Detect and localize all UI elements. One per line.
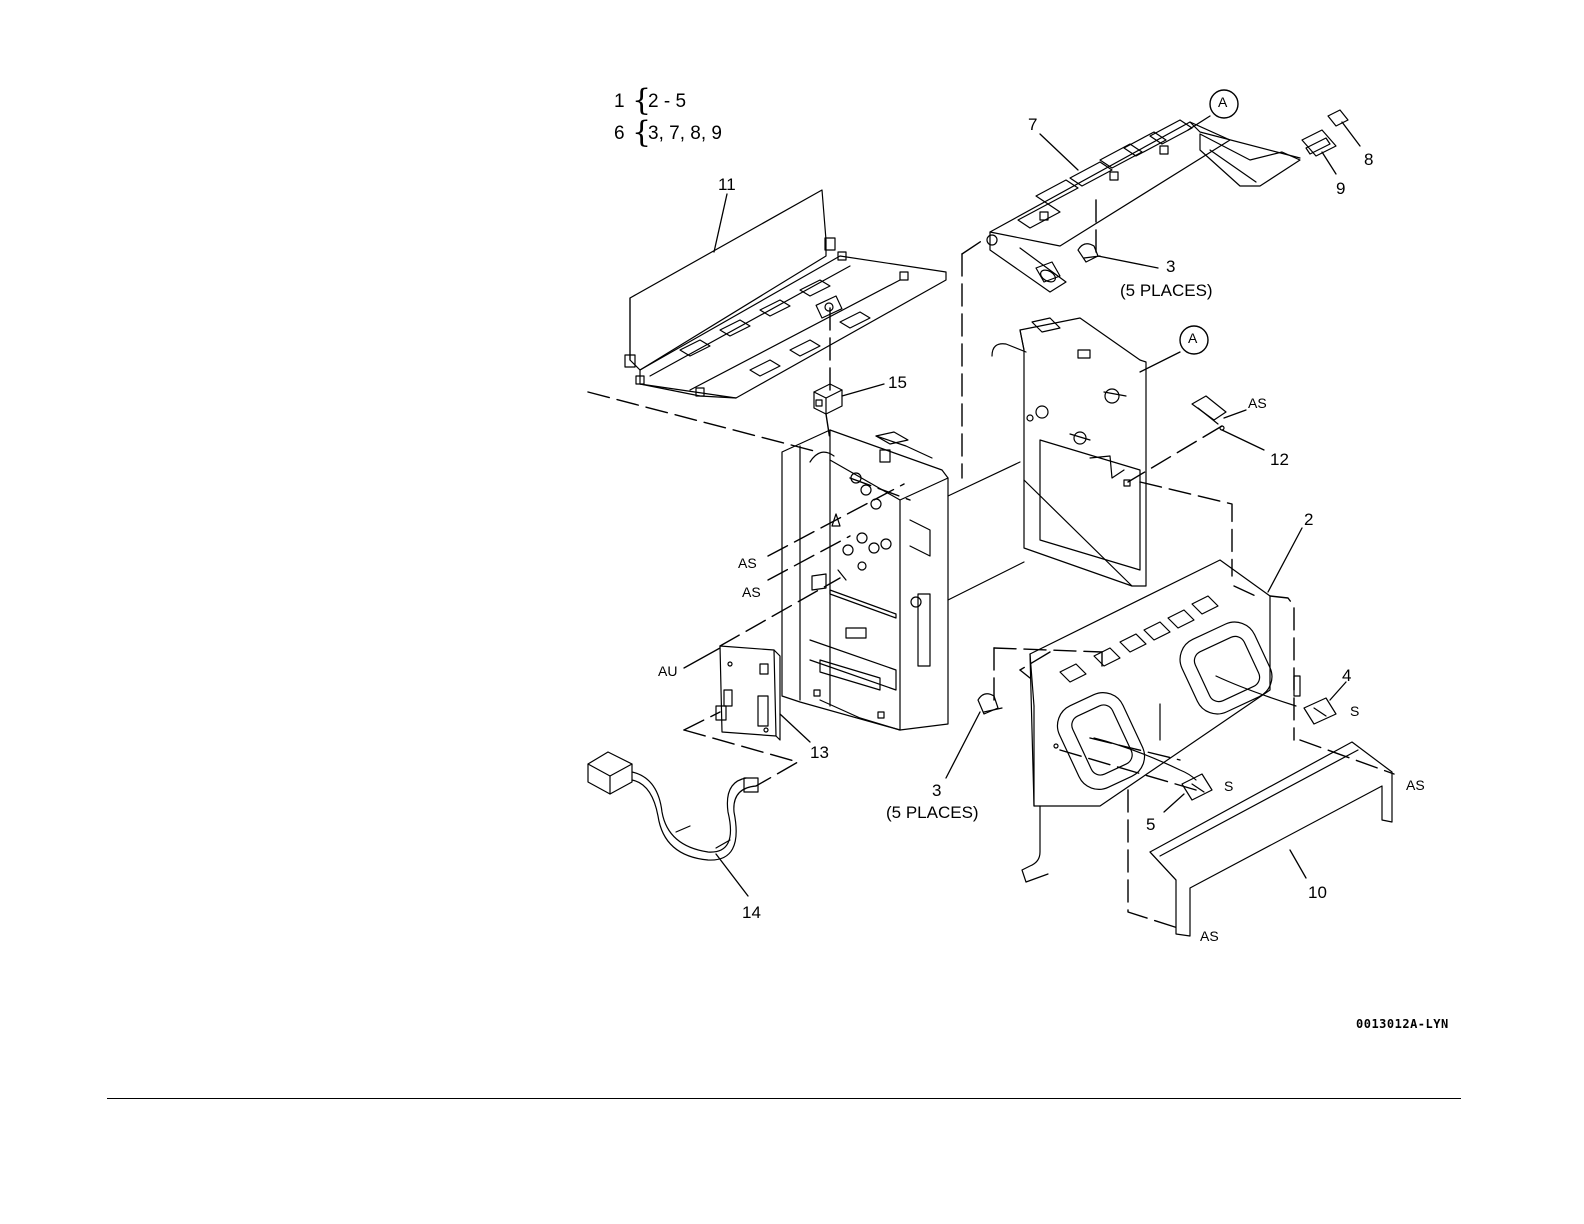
legend-parent-6: 6 [614, 124, 625, 143]
callout-4: 4 [1342, 667, 1351, 684]
part-10-lower-plate [1150, 742, 1392, 936]
reference-a-middle: A [1188, 331, 1197, 345]
part-11-cover-plate [625, 190, 946, 398]
callout-15: 15 [888, 374, 907, 391]
callout-12: 12 [1270, 451, 1289, 468]
part-13-circuit-board [716, 646, 780, 740]
callout-14: 14 [742, 904, 761, 921]
page-divider-rule [107, 1098, 1461, 1099]
legend-parent-1: 1 [614, 92, 625, 111]
part-2-duct-assembly [1022, 560, 1300, 882]
callout-8: 8 [1364, 151, 1373, 168]
callout-s-5: S [1224, 779, 1233, 793]
rear-frame-plate [992, 318, 1146, 586]
callout-as-frame-1: AS [738, 556, 757, 570]
part-4-connector [1304, 698, 1336, 724]
callout-9: 9 [1336, 180, 1345, 197]
callout-13: 13 [810, 744, 829, 761]
legend-children-1: 2 - 5 [648, 92, 686, 111]
legend-children-6: 3, 7, 8, 9 [648, 124, 722, 143]
callout-10: 10 [1308, 884, 1327, 901]
callout-as-12: AS [1248, 396, 1267, 410]
callout-5: 5 [1146, 816, 1155, 833]
callout-7: 7 [1028, 116, 1037, 133]
callout-3-top-note: (5 PLACES) [1120, 282, 1213, 299]
front-main-frame [782, 430, 948, 730]
callout-as-10-bottom: AS [1200, 929, 1219, 943]
part-7-upper-bracket [987, 120, 1300, 292]
callout-3-bottom: 3 [932, 782, 941, 799]
part-8-label [1328, 110, 1348, 126]
callout-au: AU [658, 664, 677, 678]
part-15-sensor-block [814, 384, 842, 414]
callout-3-bottom-note: (5 PLACES) [886, 804, 979, 821]
callout-as-10-right: AS [1406, 778, 1425, 792]
callout-11: 11 [718, 176, 736, 193]
base-floor [948, 462, 1024, 600]
callout-s-4: S [1350, 704, 1359, 718]
drawing-code: 0013012A-LYN [1356, 1017, 1449, 1031]
assembly-dashed-lines [588, 200, 1394, 928]
reference-a-top: A [1218, 95, 1227, 109]
part-12-bracket [1192, 396, 1226, 430]
part-14-wire-harness [588, 752, 758, 860]
callout-3-top: 3 [1166, 258, 1175, 275]
callout-as-frame-2: AS [742, 585, 761, 599]
part-9-connector [1302, 130, 1336, 156]
leader-lines [684, 116, 1360, 896]
callout-2: 2 [1304, 511, 1313, 528]
part-3-clip-bottom [978, 694, 1002, 714]
